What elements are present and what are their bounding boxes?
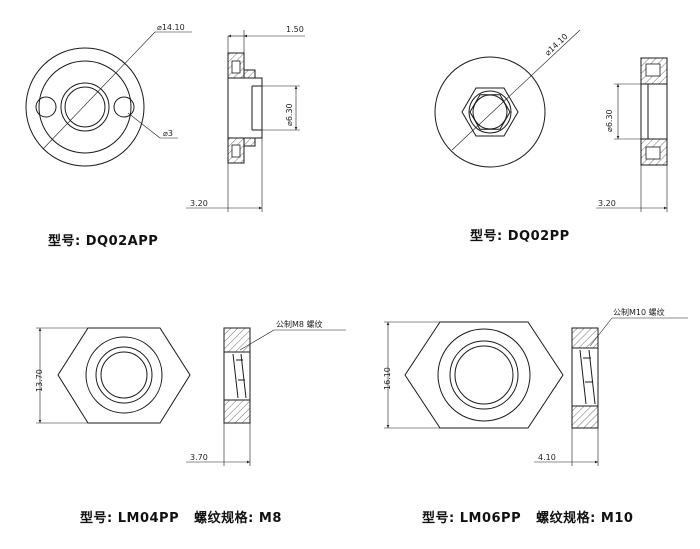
lm06pp-front-view: [384, 321, 564, 429]
across-flats-label: 13.70: [35, 369, 44, 392]
height-label: 3.20: [190, 199, 208, 208]
dq02pp-side-view: [596, 57, 668, 212]
thread-leader: [589, 317, 613, 347]
dq02pp-caption: 型号: DQ02PP: [470, 229, 570, 244]
thread-note-label: 公制M10 螺纹: [613, 307, 665, 317]
thickness-label: 3.70: [190, 453, 208, 462]
inner-diameter-label: ⌀6.30: [605, 109, 614, 132]
inner-diameter-label: ⌀6.30: [285, 103, 294, 126]
lm04pp-caption: 型号: LM04PP 螺纹规格: M8: [80, 511, 282, 526]
outer-diameter-leader: [451, 29, 581, 151]
across-flats-label: 16.10: [383, 367, 392, 390]
thread-leader: [239, 329, 275, 351]
lm06pp-caption: 型号: LM06PP 螺纹规格: M10: [422, 511, 634, 526]
thickness-label: 1.50: [286, 25, 304, 34]
outer-diameter-label: ⌀14.10: [157, 23, 185, 32]
lm06pp-side-view: [534, 317, 688, 466]
height-label: 3.20: [598, 199, 616, 208]
thread-note-label: 公制M8 螺纹: [276, 319, 323, 329]
dq02app-front-view: [25, 31, 192, 167]
hole-diameter-label: ⌀3: [163, 129, 173, 138]
dq02app-side-view: [186, 30, 305, 212]
dq02app-caption: 型号: DQ02APP: [48, 234, 159, 249]
outer-diameter-leader: [42, 31, 156, 150]
outer-diameter-label: ⌀14.10: [543, 32, 569, 57]
hole-diameter-leader: [127, 112, 161, 139]
lm04pp-front-view: [36, 327, 191, 424]
dq02pp-front-view: [434, 29, 581, 168]
lm04pp-side-view: [186, 327, 346, 466]
thickness-label: 4.10: [538, 453, 556, 462]
